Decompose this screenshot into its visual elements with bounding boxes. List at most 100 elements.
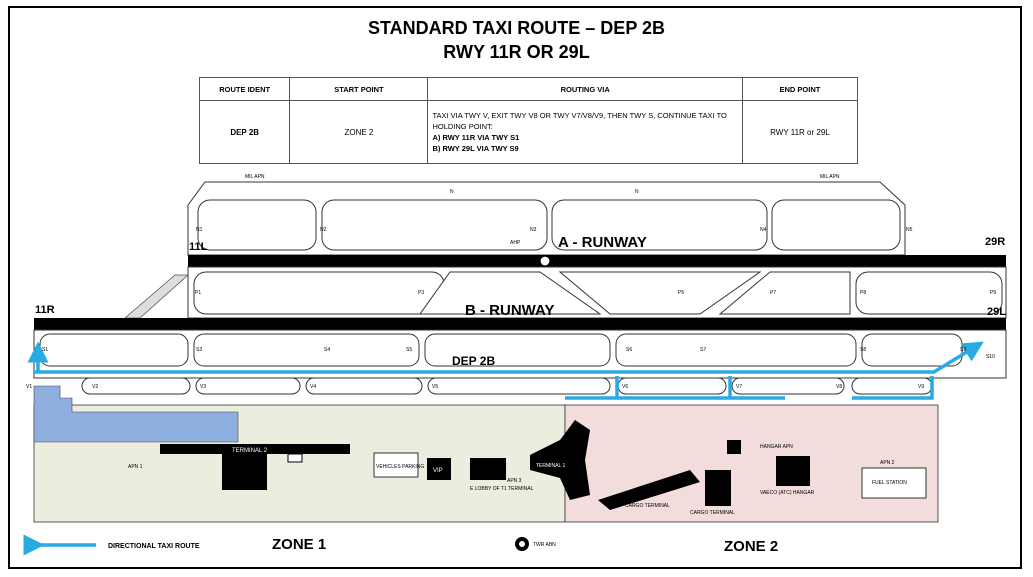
twy-n-right: N [635, 189, 639, 195]
threshold-29l: 29L [987, 306, 1006, 318]
vip-label: VIP [433, 468, 443, 474]
infield-p7 [718, 271, 851, 315]
via-line-1: TAXI VIA TWY V, EXIT TWY V8 OR TWY V7/V8… [432, 111, 727, 120]
cell-routing-via: TAXI VIA TWY V, EXIT TWY V8 OR TWY V7/V8… [427, 100, 743, 164]
terminal1-building [530, 420, 590, 500]
infield-v4 [305, 377, 423, 395]
runway-a [188, 255, 1006, 267]
runway-b [34, 318, 1006, 330]
threshold-11l: 11L [189, 241, 208, 253]
twy-p7: P7 [770, 290, 776, 296]
ahp-label: AHP [510, 240, 521, 246]
twy-v6: V6 [622, 384, 628, 390]
twy-s6: S6 [626, 347, 632, 353]
vaeco-label: VAECO (ATC) HANGAR [760, 490, 815, 496]
vehicles-parking-block [373, 452, 419, 478]
threshold-29r: 29R [985, 236, 1005, 248]
twy-s7: S7 [700, 347, 706, 353]
chart-subtitle: RWY 11R OR 29L [443, 42, 590, 62]
twy-p9: P9 [990, 290, 996, 296]
legend-label: DIRECTIONAL TAXI ROUTE [108, 543, 200, 550]
cargo-terminal2-building [705, 470, 731, 506]
lobby-building [470, 458, 506, 480]
col-end-point: END POINT [741, 77, 859, 101]
chart-title: STANDARD TAXI ROUTE – DEP 2B [367, 18, 666, 38]
twy-v1: V1 [26, 384, 32, 390]
apn2-label: APN 2 [880, 460, 895, 466]
twy-s3: S3 [196, 347, 202, 353]
via-option-a: A) RWY 11R VIA TWY S1 [432, 133, 520, 142]
twy-s4: S4 [324, 347, 330, 353]
twy-n5: N5 [906, 227, 913, 233]
apn3-label: APN 3 [507, 478, 522, 484]
fuel-station-block [861, 467, 927, 499]
link-taxiway [123, 274, 190, 319]
terminal1-label: TERMINAL 1 [536, 463, 565, 469]
twy-v3: V3 [200, 384, 206, 390]
route-label: DEP 2B [452, 354, 495, 368]
terminal2-pier [222, 454, 267, 490]
twy-p5: P5 [678, 290, 684, 296]
twy-n-left: N [450, 189, 454, 195]
twy-v8: V8 [836, 384, 842, 390]
twy-v9: V9 [918, 384, 924, 390]
infield-s5 [424, 333, 611, 367]
mil-apn-right: MIL APN [820, 174, 840, 180]
via-line-2: HOLDING POINT: [432, 122, 493, 131]
twy-s10: S10 [986, 354, 995, 360]
cell-start-point: ZONE 2 [289, 100, 429, 164]
infield-p1 [193, 271, 445, 315]
infield-p5 [558, 271, 762, 315]
apn1-blue-area [33, 385, 239, 443]
via-option-b: B) RWY 29L VIA TWY S9 [432, 144, 519, 153]
twy-p1: P1 [195, 290, 201, 296]
twr-label: TWR ABN [533, 542, 556, 548]
terminal2-label: TERMINAL 2 [232, 448, 268, 454]
route-table-header: ROUTE IDENT START POINT ROUTING VIA END … [198, 77, 859, 101]
infield-s9 [861, 333, 963, 367]
service-building [727, 440, 741, 454]
infield-s1 [39, 333, 189, 367]
route-s-line [34, 341, 984, 374]
twr-icon-inner [519, 541, 525, 547]
twy-v7: V7 [736, 384, 742, 390]
twy-n4: N4 [760, 227, 767, 233]
hangar-building [776, 456, 810, 486]
infield-n4 [771, 199, 901, 251]
route-v-exits [615, 376, 934, 400]
infield-n3 [551, 199, 768, 251]
infield-v3 [195, 377, 301, 395]
route-table: ROUTE IDENT START POINT ROUTING VIA END … [198, 77, 859, 164]
twy-n2: N2 [320, 227, 327, 233]
infield-n1 [197, 199, 317, 251]
infield-s7 [615, 333, 857, 367]
cargo-terminal-label: CARGO TERMINAL [625, 503, 670, 509]
twy-n1: N1 [196, 227, 203, 233]
infield-v5 [427, 377, 611, 395]
vehicles-parking-label: VEHICLES PARKING [376, 464, 424, 470]
runway-a-label: A - RUNWAY [558, 234, 647, 251]
cargo-terminal2-label: CARGO TERMINAL [690, 510, 735, 516]
twy-v2: V2 [92, 384, 98, 390]
infield-p9 [855, 271, 1003, 315]
cargo-terminal-building [598, 470, 700, 510]
cell-route-ident: DEP 2B [198, 100, 291, 164]
threshold-11r: 11R [35, 304, 55, 316]
twy-s1: S1 [42, 347, 48, 353]
infield-v6 [617, 377, 727, 395]
lobby-label: E LOBBY OF T1 TERMINAL [470, 486, 534, 492]
twy-p3: P3 [418, 290, 424, 296]
col-routing-via: ROUTING VIA [427, 77, 743, 101]
runway-b-label: B - RUNWAY [465, 302, 554, 319]
twy-n3: N3 [530, 227, 537, 233]
twy-v5: V5 [432, 384, 438, 390]
twy-v4: V4 [310, 384, 316, 390]
infield-n2 [321, 199, 548, 251]
vip-building [427, 458, 451, 480]
crosshair-icon [539, 255, 551, 267]
table-row: DEP 2B ZONE 2 TAXI VIA TWY V, EXIT TWY V… [198, 100, 859, 164]
zone1-label: ZONE 1 [272, 536, 326, 553]
twy-s8: S8 [860, 347, 866, 353]
apn1-label: APN 1 [128, 464, 143, 470]
